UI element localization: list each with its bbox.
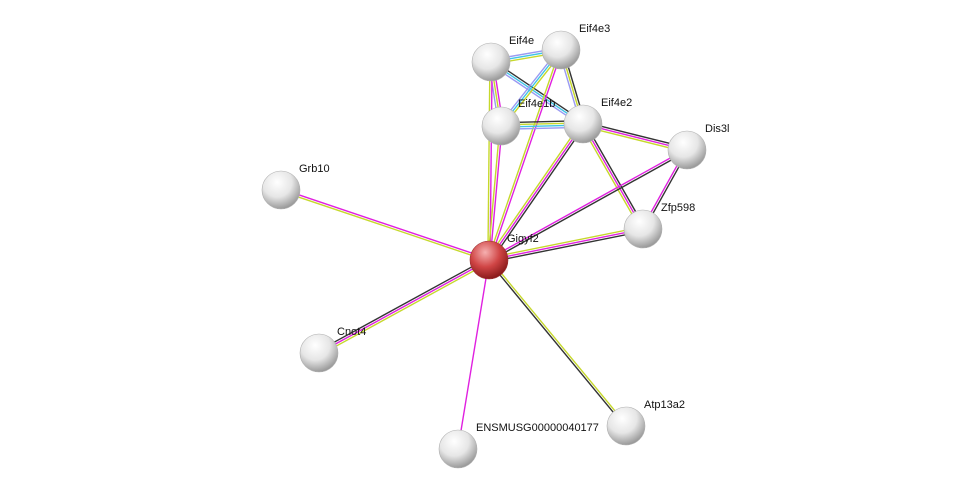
edge-evidence-textmining bbox=[580, 124, 642, 231]
node-sphere[interactable] bbox=[481, 106, 521, 146]
node-label: ENSMUSG00000040177 bbox=[476, 422, 599, 434]
edge-evidence-textmining bbox=[489, 258, 628, 426]
edge-evidence-coexpression bbox=[317, 257, 489, 352]
edge-evidence-textmining bbox=[486, 122, 582, 260]
edge-evidence-textmining bbox=[280, 190, 489, 262]
edge-Dis3l-Gigyf2[interactable] bbox=[488, 148, 688, 262]
edge-evidence-textmining bbox=[487, 61, 491, 260]
edge-Grb10-Gigyf2[interactable] bbox=[280, 188, 490, 262]
node-ENSMUSG00000040177[interactable]: ENSMUSG00000040177 bbox=[438, 422, 599, 469]
node-label: Eif4e2 bbox=[601, 97, 632, 109]
node-sphere[interactable] bbox=[541, 30, 581, 70]
node-sphere[interactable] bbox=[469, 240, 509, 280]
edge-Cnot4-Gigyf2[interactable] bbox=[317, 257, 491, 356]
edge-evidence-coexpression bbox=[487, 260, 626, 428]
edge-Eif4e1b-Gigyf2[interactable] bbox=[487, 125, 503, 261]
edge-evidence-experimental bbox=[488, 123, 584, 261]
edge-evidence-textmining bbox=[487, 125, 501, 260]
edge-evidence-experimental bbox=[489, 126, 503, 261]
node-Dis3l[interactable]: Dis3l bbox=[667, 123, 729, 170]
edge-evidence-experimental bbox=[318, 259, 490, 354]
node-label: Gigyf2 bbox=[507, 233, 539, 245]
edge-evidence-textmining bbox=[488, 226, 643, 259]
node-sphere[interactable] bbox=[606, 406, 646, 446]
edge-Eif4e3-Gigyf2[interactable] bbox=[487, 49, 563, 261]
node-label: Cnot4 bbox=[337, 326, 366, 338]
node-label: Dis3l bbox=[705, 123, 729, 135]
edge-evidence-experimental bbox=[489, 50, 563, 261]
edge-evidence-experimental bbox=[582, 123, 644, 230]
edge-evidence-coexpression bbox=[489, 230, 644, 263]
node-Eif4e3[interactable]: Eif4e3 bbox=[541, 23, 610, 70]
node-sphere[interactable] bbox=[261, 170, 301, 210]
edge-Zfp598-Gigyf2[interactable] bbox=[488, 226, 644, 263]
node-sphere[interactable] bbox=[471, 42, 511, 82]
node-label: Atp13a2 bbox=[644, 399, 685, 411]
node-Cnot4[interactable]: Cnot4 bbox=[299, 326, 366, 373]
edge-Eif4e2-Zfp598[interactable] bbox=[580, 122, 646, 231]
edge-evidence-textmining bbox=[319, 261, 491, 356]
node-sphere[interactable] bbox=[438, 429, 478, 469]
node-Eif4e1b[interactable]: Eif4e1b bbox=[481, 98, 555, 146]
edge-evidence-coexpression bbox=[489, 150, 688, 262]
edge-evidence-experimental bbox=[457, 259, 490, 450]
edge-evidence-textmining bbox=[487, 49, 561, 260]
node-sphere[interactable] bbox=[667, 130, 707, 170]
node-Zfp598[interactable]: Zfp598 bbox=[623, 202, 695, 249]
node-label: Zfp598 bbox=[661, 202, 695, 214]
node-Eif4e2[interactable]: Eif4e2 bbox=[563, 97, 632, 144]
edge-Atp13a2-Gigyf2[interactable] bbox=[487, 258, 628, 428]
edge-Eif4e2-Gigyf2[interactable] bbox=[486, 122, 586, 262]
edge-evidence-coexpression bbox=[584, 122, 646, 229]
node-sphere[interactable] bbox=[299, 333, 339, 373]
edge-evidence-experimental bbox=[488, 228, 644, 261]
node-label: Eif4e1b bbox=[518, 98, 555, 110]
node-sphere[interactable] bbox=[623, 209, 663, 249]
edge-evidence-coexpression bbox=[490, 124, 586, 262]
node-Grb10[interactable]: Grb10 bbox=[261, 163, 330, 210]
edge-evidence-experimental bbox=[281, 188, 490, 260]
node-label: Eif4e3 bbox=[579, 23, 610, 35]
node-Gigyf2[interactable]: Gigyf2 bbox=[469, 233, 539, 280]
node-label: Eif4e bbox=[509, 35, 534, 47]
edge-evidence-experimental bbox=[488, 148, 687, 260]
node-label: Grb10 bbox=[299, 163, 330, 175]
edge-ENSMUSG00000040177-Gigyf2[interactable] bbox=[457, 259, 490, 450]
node-Eif4e[interactable]: Eif4e bbox=[471, 35, 534, 82]
node-sphere[interactable] bbox=[563, 104, 603, 144]
node-Atp13a2[interactable]: Atp13a2 bbox=[606, 399, 685, 446]
